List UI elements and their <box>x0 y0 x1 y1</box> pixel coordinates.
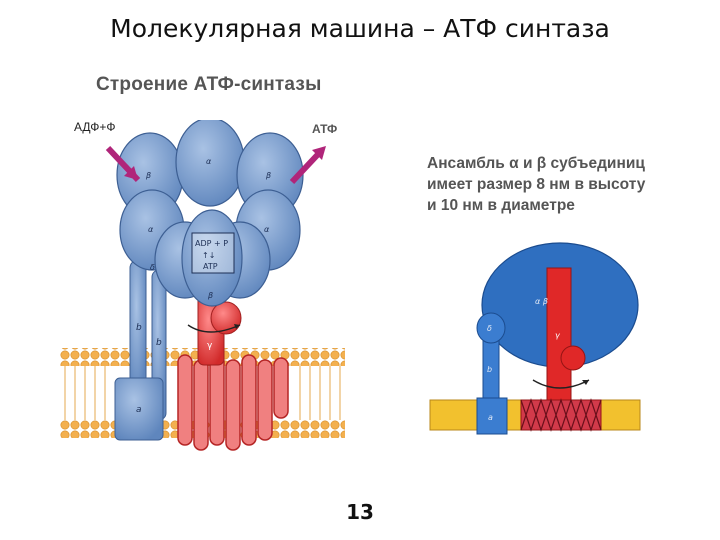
size-note: Ансамбль α и β субъединиц имеет размер 8… <box>427 153 697 216</box>
page-number: 13 <box>0 500 720 524</box>
svg-text:b: b <box>136 323 142 333</box>
svg-text:α β: α β <box>535 297 548 306</box>
svg-text:β: β <box>207 291 213 300</box>
svg-text:b: b <box>487 365 492 374</box>
c-ring <box>521 400 601 430</box>
note-line-2: имеет размер 8 нм в высоту <box>427 174 697 195</box>
a-subunit: a <box>115 378 163 440</box>
svg-text:a: a <box>488 413 493 422</box>
svg-text:γ: γ <box>207 341 213 351</box>
svg-text:↑↓: ↑↓ <box>202 251 215 260</box>
note-line-3: и 10 нм в диаметре <box>427 195 697 216</box>
catalytic-site-box: ADP + P ↑↓ ATP <box>192 233 234 273</box>
svg-text:β: β <box>265 171 271 180</box>
epsilon-subunit <box>561 346 585 370</box>
svg-text:α: α <box>148 225 154 234</box>
figure-subtitle: Строение АТФ-синтазы <box>96 74 322 96</box>
svg-text:β: β <box>145 171 151 180</box>
c-ring <box>178 355 288 450</box>
svg-text:a: a <box>136 405 142 415</box>
slide-title: Молекулярная машина – АТФ синтаза <box>0 14 720 43</box>
atp-synthase-left-diagram: b b a γ β α β α α δ β ADP + P ↑↓ ATP <box>60 120 350 455</box>
svg-text:δ: δ <box>487 324 492 333</box>
svg-text:α: α <box>206 157 212 166</box>
svg-text:ATP: ATP <box>203 262 218 271</box>
svg-text:α: α <box>264 225 270 234</box>
svg-text:ADP + P: ADP + P <box>195 239 228 248</box>
svg-text:b: b <box>156 338 162 348</box>
atp-synthase-right-schematic: δ b a α β γ <box>425 240 647 440</box>
note-line-1: Ансамбль α и β субъединиц <box>427 153 697 174</box>
svg-text:δ: δ <box>150 263 155 272</box>
